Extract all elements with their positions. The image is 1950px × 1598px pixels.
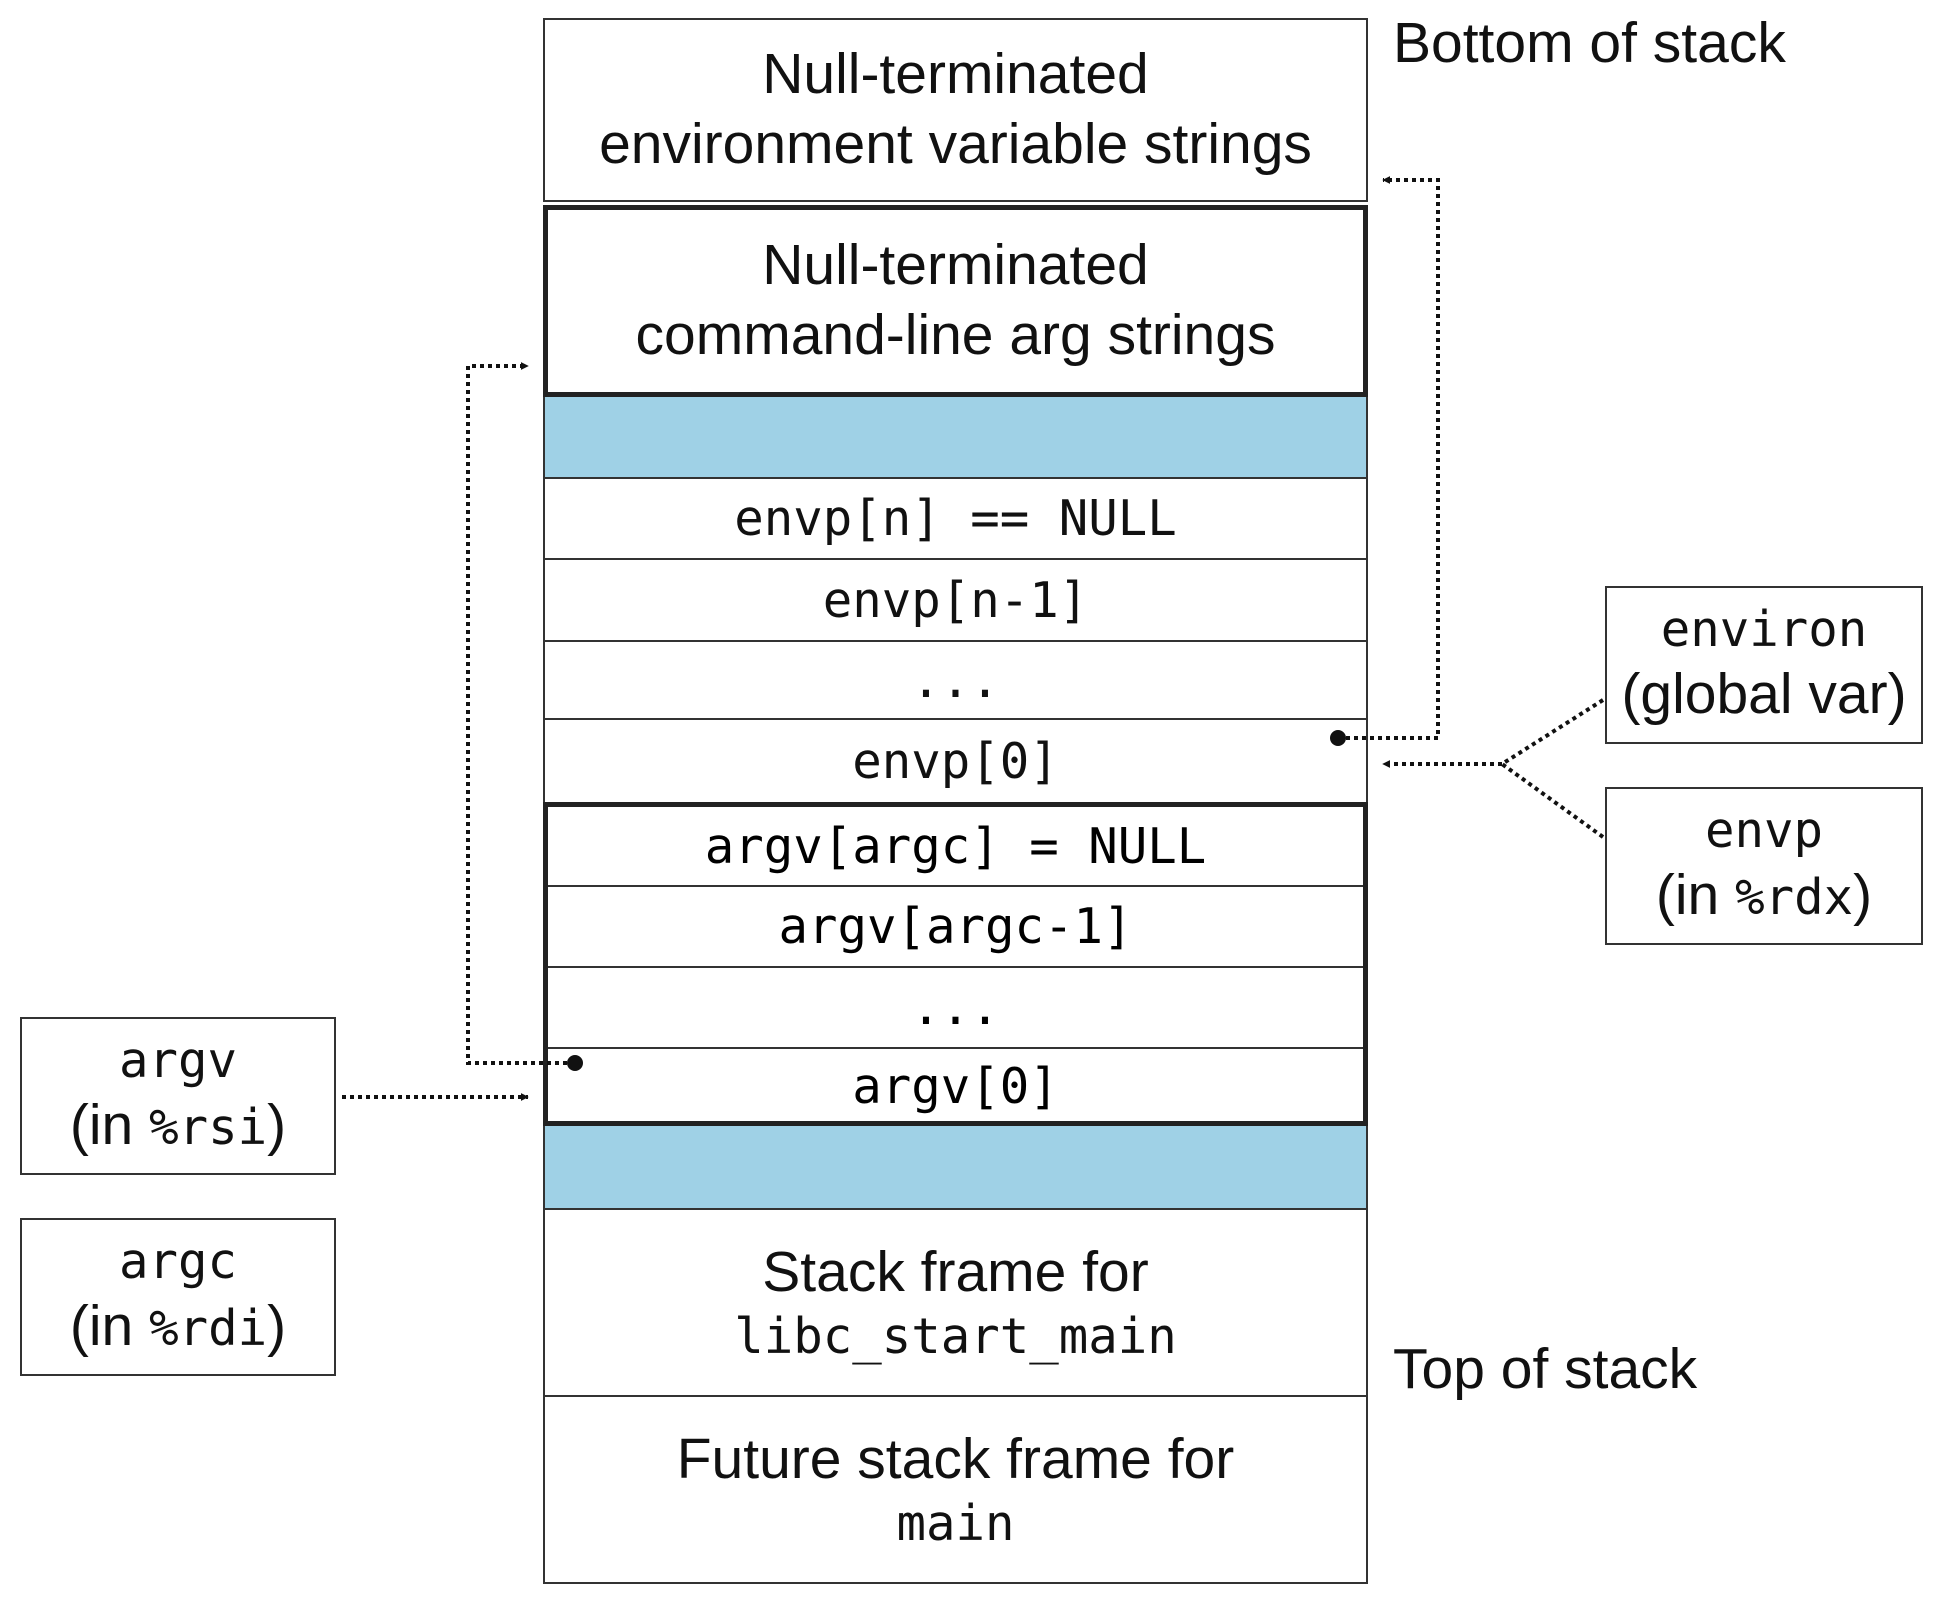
argv-0-cell: argv[0]: [548, 1049, 1363, 1123]
argc-register-pre: (in: [69, 1294, 150, 1359]
top-of-stack-label: Top of stack: [1393, 1337, 1698, 1401]
environ-box: environ (global var): [1605, 586, 1923, 744]
arg-strings-line-2: command-line arg strings: [635, 303, 1276, 367]
argv-register-post: ): [267, 1093, 287, 1158]
bottom-of-stack-label: Bottom of stack: [1393, 11, 1786, 75]
envp-register-name: envp: [1704, 802, 1823, 860]
envp-register-connector-line: [1500, 762, 1605, 839]
argv0-pointer-dot: [567, 1055, 583, 1071]
envp-n1-text: envp[n-1]: [822, 571, 1089, 629]
padding-lower: [543, 1126, 1368, 1208]
argv-argc-text: argv[argc] = NULL: [704, 817, 1207, 875]
argv0-to-arg-strings-arrow: [466, 362, 575, 1065]
libc-frame-cell: Stack frame for libc_start_main: [543, 1208, 1368, 1397]
padding-upper: [543, 397, 1368, 477]
envp-register-box: envp (in %rdx): [1605, 787, 1923, 945]
envp-0-text: envp[0]: [852, 732, 1059, 790]
env-strings-line-2: environment variable strings: [599, 112, 1312, 176]
environ-desc: (global var): [1621, 662, 1907, 727]
argv-register-pre: (in: [69, 1093, 150, 1158]
argc-register-name: argc: [118, 1233, 237, 1291]
argv-block: argv[argc] = NULL argv[argc-1] ... argv[…: [543, 802, 1368, 1126]
arg-strings-line-1: Null-terminated: [762, 233, 1149, 298]
argv-register-name: argv: [118, 1032, 237, 1090]
environ-connector-line: [1500, 698, 1605, 766]
argv-register-box: argv (in %rsi): [20, 1017, 336, 1175]
main-frame-cell: Future stack frame for main: [543, 1395, 1368, 1584]
env-strings-line-1: Null-terminated: [762, 42, 1149, 107]
argv-argc-cell: argv[argc] = NULL: [548, 807, 1363, 887]
argv-argc1-cell: argv[argc-1]: [548, 887, 1363, 968]
arg-strings-block: Null-terminated command-line arg strings: [543, 205, 1368, 397]
argv-dots-text: ...: [911, 979, 1000, 1036]
environ-name: environ: [1660, 601, 1868, 659]
libc-frame-text: Stack frame for: [762, 1239, 1149, 1304]
envp-n-cell: envp[n] == NULL: [543, 477, 1368, 560]
envp-n-text: envp[n] == NULL: [734, 490, 1177, 547]
envp0-to-env-strings-arrow: [1338, 176, 1440, 740]
envp-0-cell: envp[0]: [543, 720, 1368, 802]
envp0-pointer-dot: [1330, 730, 1346, 746]
envp-n1-cell: envp[n-1]: [543, 560, 1368, 642]
libc-frame-code: libc_start_main: [734, 1308, 1177, 1366]
main-frame-code: main: [896, 1495, 1015, 1553]
argv-register-reg: %rsi: [149, 1099, 268, 1157]
envp-register-post: ): [1853, 863, 1873, 928]
envp-dots-cell: ...: [543, 642, 1368, 720]
argv-argc1-text: argv[argc-1]: [778, 898, 1133, 955]
argv-register-loc: (in %rsi): [70, 1091, 286, 1161]
argc-register-post: ): [267, 1294, 287, 1359]
argc-register-reg: %rdi: [149, 1300, 268, 1358]
envp-register-loc: (in %rdx): [1656, 861, 1872, 931]
argc-register-box: argc (in %rdi): [20, 1218, 336, 1376]
argv-dots-cell: ...: [548, 968, 1363, 1049]
envp-dots-text: ...: [911, 651, 1000, 709]
env-strings-block: Null-terminated environment variable str…: [543, 18, 1368, 202]
envp-register-reg: %rdx: [1735, 869, 1854, 927]
main-frame-text: Future stack frame for: [676, 1426, 1235, 1491]
argv-0-text: argv[0]: [852, 1057, 1059, 1115]
argc-register-loc: (in %rdi): [70, 1292, 286, 1362]
envp-register-pre: (in: [1655, 863, 1736, 928]
